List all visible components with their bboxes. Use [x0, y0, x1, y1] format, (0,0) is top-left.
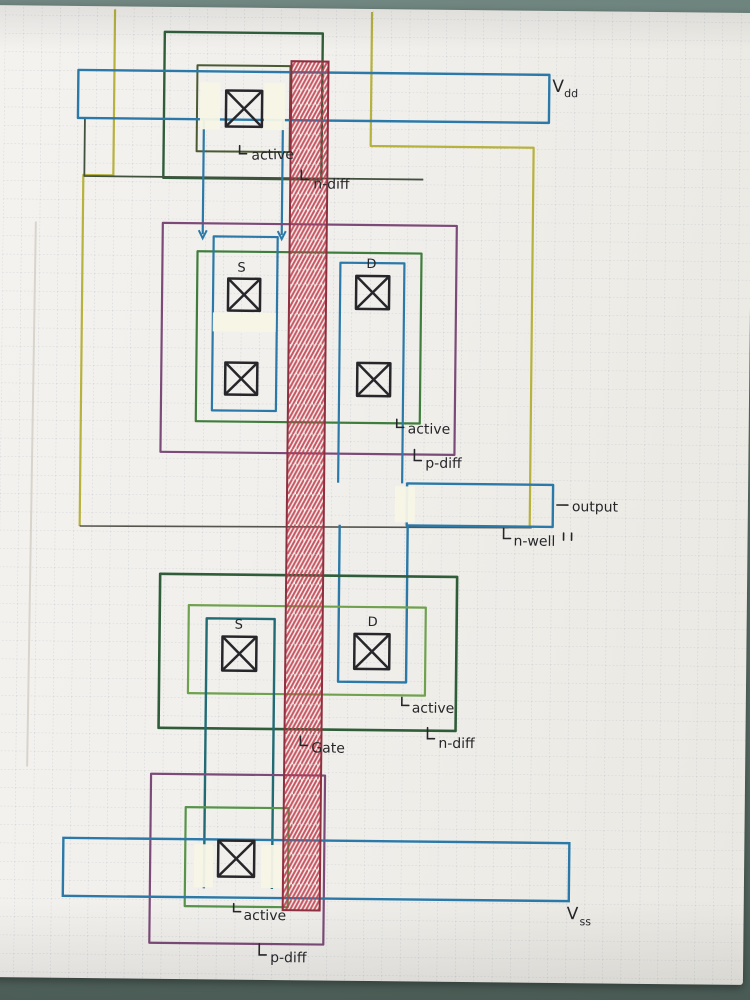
vss-label: V: [567, 904, 579, 924]
cmos-inverter-layout-drawing: V dd V ss active n-diff S D active p-dif…: [0, 5, 750, 985]
poly-gate-strip: [281, 60, 330, 912]
tap-p-diff-rect: [148, 772, 327, 946]
contact-via: [354, 274, 391, 311]
contact-via: [352, 632, 391, 671]
handwritten-labels: V dd V ss active n-diff S D active p-dif…: [235, 77, 619, 966]
paper-crease: [26, 221, 37, 767]
contact-via: [223, 361, 259, 397]
pmos-p-diff-label: p-diff: [425, 456, 462, 472]
contact-via: [224, 89, 264, 129]
output-label: output: [572, 499, 619, 515]
gate-label: Gate: [311, 740, 345, 756]
pmos-drain-metal: [337, 261, 406, 484]
contact-via: [355, 361, 392, 398]
pmos-drain-label: D: [366, 257, 376, 272]
wire-arrowheads: [197, 229, 287, 242]
graph-paper-grid: [0, 5, 750, 985]
graph-paper-sheet: V dd V ss active n-diff S D active p-dif…: [0, 5, 750, 985]
contact-vias: [216, 89, 392, 879]
tap-active-label: active: [244, 908, 287, 924]
vdd-to-source-wires: [201, 119, 285, 236]
tap-p-diff-label: p-diff: [270, 950, 307, 966]
n-well-label: n-well: [513, 534, 555, 550]
nmos-drain-metal: [336, 524, 409, 684]
pmos-active-label: active: [408, 421, 451, 437]
vdd-label: V: [552, 77, 564, 97]
nmos-source-metal: [203, 617, 276, 841]
nmos-n-diff-label: n-diff: [438, 736, 475, 752]
top-active-label: active: [251, 147, 294, 164]
nmos-active-label: active: [412, 700, 455, 716]
nmos-drain-label: D: [368, 615, 378, 630]
vss-label-sub: ss: [579, 915, 591, 928]
contact-via: [220, 635, 258, 673]
label-leaders: [232, 144, 573, 956]
nmos-source-label: S: [235, 618, 243, 633]
contact-via: [216, 839, 256, 879]
vdd-label-sub: dd: [564, 87, 578, 100]
pmos-source-label: S: [237, 261, 245, 276]
contact-via: [226, 277, 262, 313]
n-well-outline: [78, 9, 535, 527]
top-n-diff-label: n-diff: [313, 176, 350, 192]
correction-tape-patches: [193, 82, 416, 889]
